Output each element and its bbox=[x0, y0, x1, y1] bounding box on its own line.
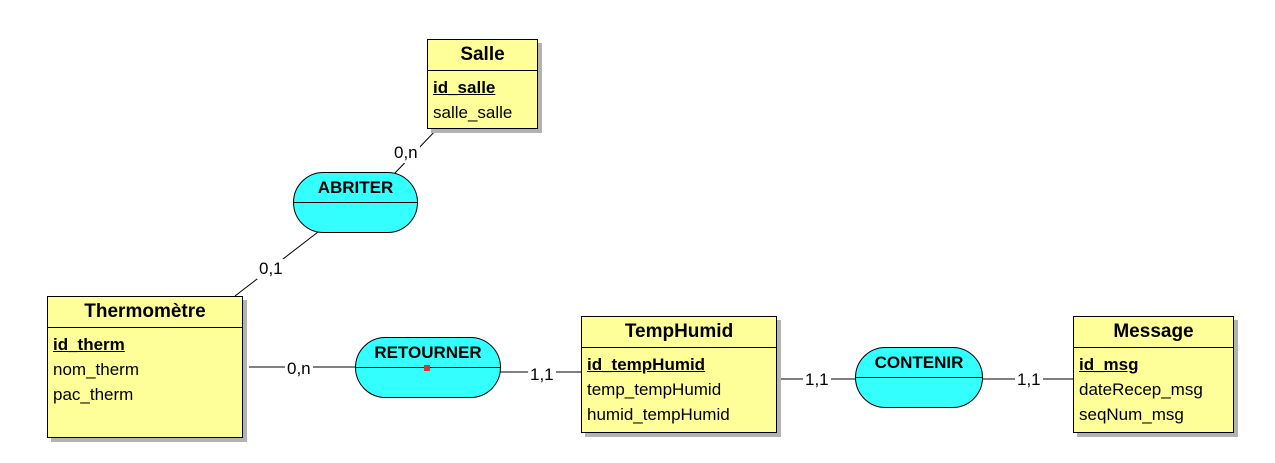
attribute: seqNum_msg bbox=[1079, 405, 1184, 424]
primary-key: id_salle bbox=[433, 78, 496, 97]
association-contenir[interactable]: CONTENIR bbox=[855, 347, 983, 408]
attribute-list: id_salle salle_salle bbox=[428, 71, 537, 125]
cardinality-thermometre-retourner: 0,n bbox=[285, 359, 313, 379]
association-title: ABRITER bbox=[294, 173, 417, 203]
entity-title: Message bbox=[1074, 317, 1233, 348]
cardinality-temphumid-contenir: 1,1 bbox=[803, 370, 831, 390]
attribute: humid_tempHumid bbox=[587, 405, 730, 424]
attribute: pac_therm bbox=[53, 385, 134, 404]
entity-title: Salle bbox=[428, 40, 537, 71]
attribute: temp_tempHumid bbox=[587, 380, 722, 399]
cardinality-message-contenir: 1,1 bbox=[1015, 370, 1043, 390]
entity-temphumid[interactable]: TempHumid id_tempHumid temp_tempHumid hu… bbox=[581, 316, 777, 433]
entity-title: Thermomètre bbox=[48, 297, 242, 328]
entity-salle[interactable]: Salle id_salle salle_salle bbox=[427, 39, 538, 129]
cardinality-temphumid-retourner: 1,1 bbox=[528, 365, 556, 385]
cardinality-thermometre-abriter: 0,1 bbox=[257, 259, 285, 279]
association-retourner[interactable]: RETOURNER bbox=[355, 337, 501, 398]
association-abriter[interactable]: ABRITER bbox=[293, 172, 418, 233]
primary-key: id_therm bbox=[53, 335, 125, 354]
attribute-list: id_msg dateRecep_msg seqNum_msg bbox=[1074, 348, 1233, 427]
entity-message[interactable]: Message id_msg dateRecep_msg seqNum_msg bbox=[1073, 316, 1234, 433]
entity-thermometre[interactable]: Thermomètre id_therm nom_therm pac_therm bbox=[47, 296, 243, 438]
association-title: RETOURNER bbox=[356, 338, 500, 368]
cardinality-salle-abriter: 0,n bbox=[392, 143, 420, 163]
attribute: nom_therm bbox=[53, 360, 139, 379]
attribute: salle_salle bbox=[433, 103, 513, 122]
primary-key: id_msg bbox=[1079, 355, 1139, 374]
entity-title: TempHumid bbox=[582, 317, 776, 348]
attribute-list: id_therm nom_therm pac_therm bbox=[48, 328, 242, 407]
attribute-list: id_tempHumid temp_tempHumid humid_tempHu… bbox=[582, 348, 776, 427]
selection-handle[interactable] bbox=[424, 365, 430, 371]
attribute: dateRecep_msg bbox=[1079, 380, 1203, 399]
association-title: CONTENIR bbox=[856, 348, 982, 378]
primary-key: id_tempHumid bbox=[587, 355, 706, 374]
